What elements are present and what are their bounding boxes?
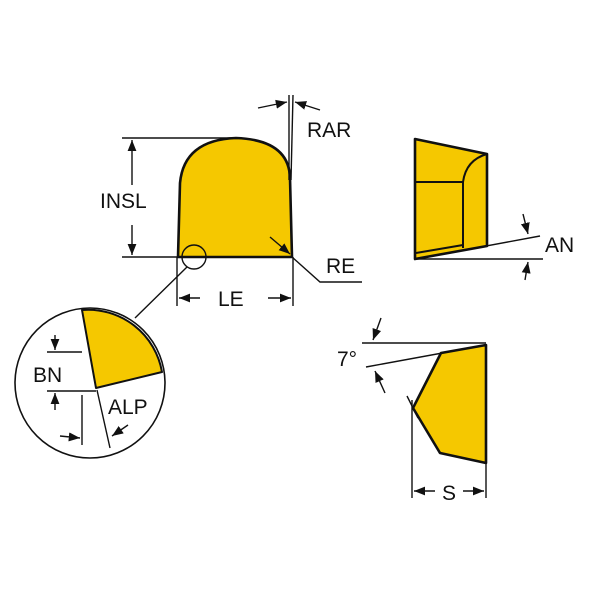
re-label: RE — [326, 255, 355, 278]
alp-label: ALP — [108, 396, 148, 419]
s-label: S — [442, 482, 456, 505]
an-label: AN — [545, 234, 574, 257]
edge-detail-view: BN ALP — [14, 307, 166, 459]
angle-label: 7° — [337, 348, 357, 371]
insl-label: INSL — [100, 190, 147, 213]
insert-side-view: AN — [413, 137, 574, 281]
insert-end-view: 7° S — [337, 317, 488, 505]
bn-label: BN — [33, 364, 62, 387]
insert-top-view: INSL RAR RE LE — [100, 94, 362, 319]
rar-label: RAR — [307, 119, 351, 142]
le-label: LE — [218, 288, 244, 311]
